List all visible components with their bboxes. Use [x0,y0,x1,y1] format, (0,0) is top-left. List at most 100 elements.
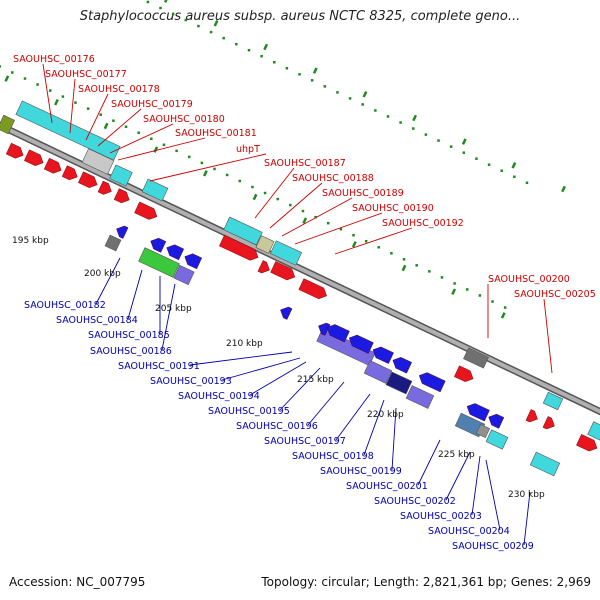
ring-dot [247,48,251,52]
feature-block [104,234,122,252]
gene-arrows [5,142,598,452]
forward-gene-arrow [298,278,327,300]
ring-dot [61,95,65,98]
forward-leader-line [69,78,76,134]
feature-block [255,235,275,254]
feature-block [463,347,489,369]
ring-dot [440,276,444,279]
ring-dot [314,215,317,219]
reverse-gene-arrow [466,403,490,422]
ring-dot [171,12,175,16]
forward-gene-label: SAOUHSC_00190 [352,203,434,214]
ring-dot [225,173,229,177]
feature-block [485,429,509,450]
reverse-gene-label: SAOUHSC_00185 [88,330,170,341]
ring-dot [276,197,279,201]
ring-dot [428,270,431,273]
feature-block [81,148,115,175]
kbp-label: 205 kbp [155,304,192,314]
kbp-label: 195 kbp [12,236,49,246]
backbone-core [0,123,600,414]
ring-dot [437,139,440,142]
reverse-leader-line [445,451,471,501]
ring-dot [150,137,153,141]
forward-leader-line [97,108,142,147]
forward-gene-arrow [134,201,158,220]
feature-block [138,247,180,278]
feature-block [223,216,263,246]
reverse-gene-label: SAOUHSC_00191 [118,361,200,372]
reverse-leader-line [471,455,481,516]
forward-gene-label: SAOUHSC_00188 [292,173,374,184]
reverse-gene-arrow [150,237,167,253]
major-tick [511,162,517,169]
ring-dot [500,169,503,172]
reverse-leader-line [95,257,121,305]
forward-gene-arrow [24,149,44,166]
major-tick [202,170,208,177]
ring-dot [175,149,178,153]
ring-dot [187,155,191,159]
ring-dot [465,288,469,291]
ring-dot [48,89,52,92]
reverse-gene-arrow [318,322,331,336]
ring-dot [415,264,418,267]
ring-dot [487,163,491,166]
ring-dot [23,77,27,80]
gene-labels: SAOUHSC_00176SAOUHSC_00177SAOUHSC_00178S… [13,54,596,552]
forward-gene-arrow [43,157,62,174]
ring-dot [197,24,200,28]
ring-dot [285,67,289,70]
forward-gene-arrow [5,142,24,159]
forward-gene-label: SAOUHSC_00205 [514,289,596,300]
ring-dot [260,54,263,58]
forward-leader-line [334,227,413,255]
forward-leader-line [543,298,553,374]
reverse-gene-label: SAOUHSC_00186 [90,346,172,357]
major-tick [451,288,457,295]
ring-dot [235,42,238,46]
forward-gene-label: SAOUHSC_00178 [78,84,160,95]
ring-dot [137,131,140,135]
ring-dot [462,151,466,154]
reverse-leader-line [417,439,441,486]
forward-gene-label: SAOUHSC_00200 [488,274,570,285]
reverse-gene-arrow [326,324,350,343]
ring-dot [336,91,339,94]
ring-dot [209,30,213,34]
major-tick [461,138,467,145]
major-tick [362,91,368,98]
ring-dot [513,175,516,179]
ring-dot [74,101,77,104]
reverse-gene-label: SAOUHSC_00201 [346,481,428,492]
reverse-gene-arrow [392,357,412,374]
forward-gene-arrow [525,409,538,423]
ring-dot [99,113,103,116]
ring-dot [386,115,390,118]
major-tick [312,67,318,74]
reverse-gene-arrow [348,334,374,354]
reverse-gene-arrow [488,413,505,429]
forward-leader-line [109,123,174,154]
ring-dot [449,145,453,148]
reverse-gene-label: SAOUHSC_00199 [320,466,402,477]
major-tick-marks [4,0,566,319]
reverse-gene-label: SAOUHSC_00195 [208,406,290,417]
forward-gene-arrow [454,365,474,382]
feature-block [0,114,16,135]
ring-dot [323,85,327,88]
forward-gene-label: uhpT [236,144,260,155]
ring-dot [525,181,529,185]
forward-gene-arrow [78,171,98,188]
major-tick [263,43,269,51]
feature-block [587,421,600,441]
ring-dot [298,73,301,76]
forward-gene-arrow [542,416,555,430]
forward-gene-label: SAOUHSC_00179 [111,99,193,110]
ring-dot [222,36,225,40]
ring-dot [352,233,355,237]
reverse-leader-line [523,491,531,546]
ring-dot [339,227,343,231]
